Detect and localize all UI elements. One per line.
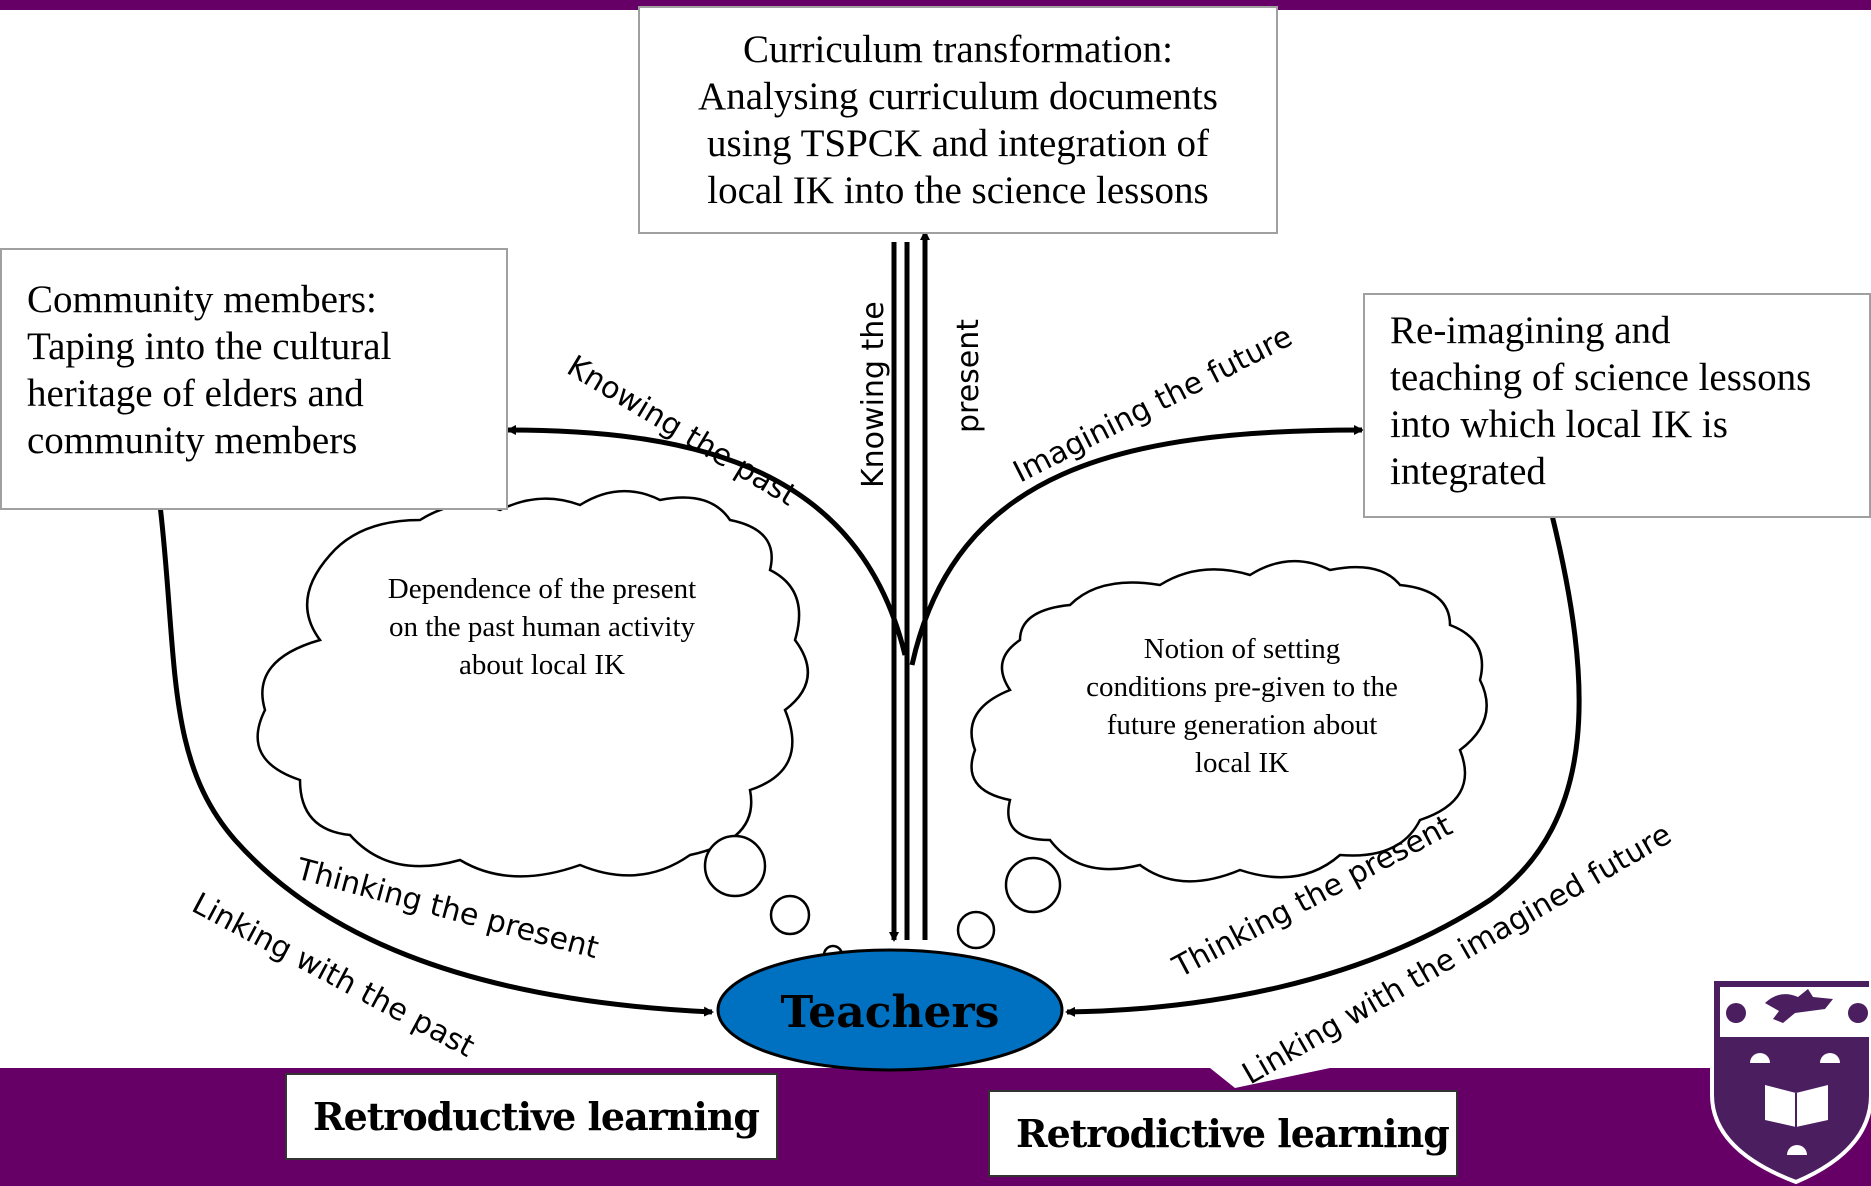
- crest-thistle-left-icon: [1726, 1003, 1746, 1023]
- curriculum-text: Curriculum transformation: Analysing cur…: [698, 28, 1218, 212]
- cloud-left-bubble-2: [769, 894, 811, 936]
- retrodictive-learning-box: Retrodictive learning: [988, 1090, 1458, 1177]
- label-present: present: [951, 319, 986, 433]
- retrodictive-learning-label: Retrodictive learning: [1016, 1111, 1450, 1156]
- community-box: Community members: Taping into the cultu…: [0, 248, 508, 510]
- arrow-linking-with-imagined-future: [1065, 514, 1582, 1017]
- label-imagining-the-future: Imagining the future: [1008, 319, 1298, 490]
- cloud-left-bubble-1: [703, 834, 767, 898]
- cloud-left-text: Dependence of the present on the past hu…: [387, 573, 697, 681]
- crest-lion-icon: [1765, 989, 1833, 1023]
- cloud-right-bubble-2: [956, 910, 996, 950]
- curriculum-box: Curriculum transformation: Analysing cur…: [638, 6, 1278, 234]
- retroductive-learning-box: Retroductive learning: [285, 1073, 778, 1160]
- label-knowing-the: Knowing the: [856, 301, 891, 488]
- university-crest-logo: [1710, 977, 1871, 1185]
- reimagining-box: Re-imagining and teaching of science les…: [1363, 293, 1871, 518]
- band-notch: [1210, 1068, 1330, 1088]
- cloud-right-text: Notion of setting conditions pre-given t…: [1086, 633, 1398, 779]
- cloud-left-shape: [256, 489, 810, 878]
- cloud-right-shape: [970, 559, 1488, 883]
- arrow-knowing-the-past: [506, 425, 908, 656]
- retroductive-learning-label: Retroductive learning: [313, 1094, 760, 1139]
- teachers-ellipse: [716, 948, 1064, 1072]
- arrow-imagining-the-future: [909, 425, 1364, 666]
- cloud-right-bubble-1: [1004, 856, 1062, 914]
- top-band: [0, 0, 1871, 10]
- arrow-linking-with-the-past: [157, 504, 714, 1017]
- crest-thistle-right-icon: [1848, 1003, 1868, 1023]
- teachers-label: Teachers: [781, 987, 1000, 1038]
